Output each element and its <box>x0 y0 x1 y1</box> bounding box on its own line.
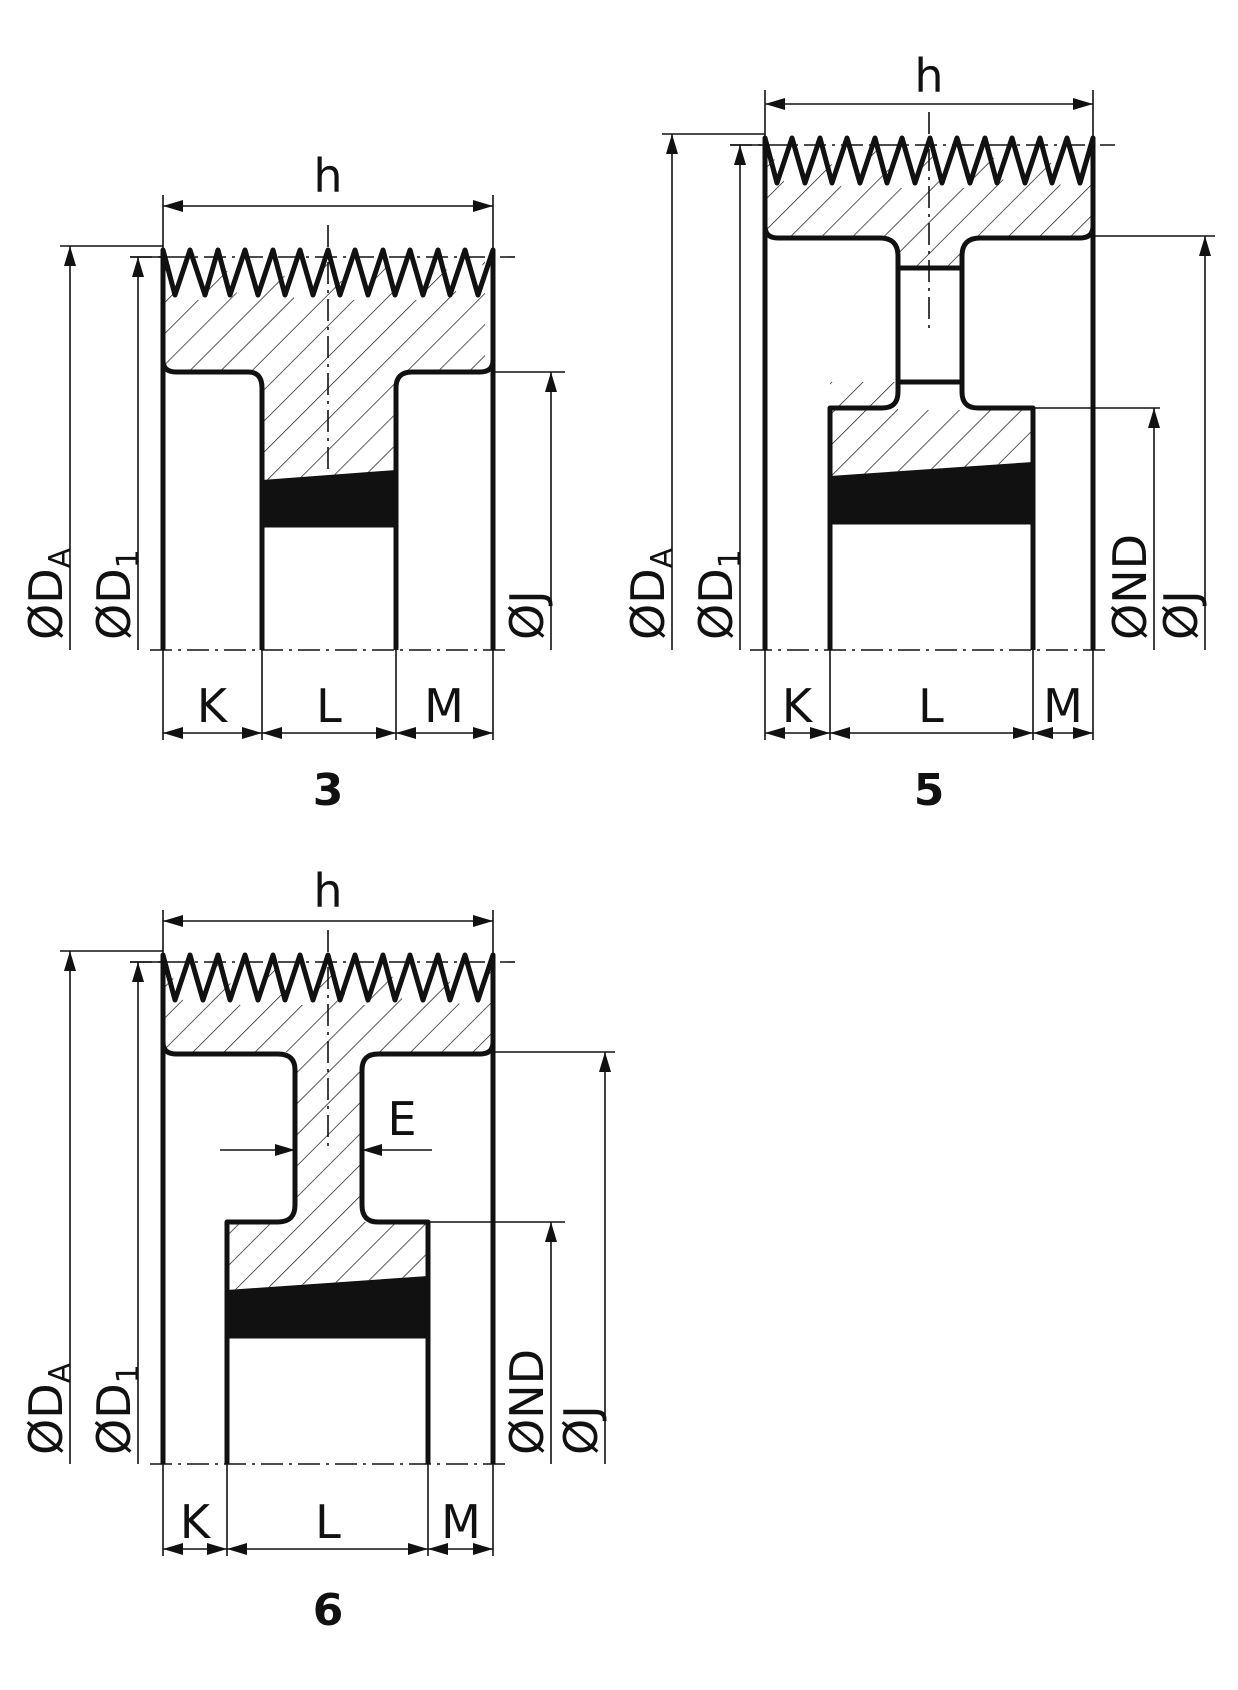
label-l: L <box>918 679 944 733</box>
label-outer-diameter: ØDA <box>19 547 78 640</box>
hub-hatch <box>830 382 1033 476</box>
label-pitch-diameter: ØD1 <box>87 1364 146 1455</box>
pulley-outline <box>762 135 1096 650</box>
pulley-view-3: h ØDA ØD1 ØJ K L M 3 <box>19 149 565 816</box>
web-hatch <box>898 236 962 268</box>
pulley-outline <box>160 952 496 1464</box>
centre-lines <box>130 930 515 1465</box>
label-outer-diameter: ØDA <box>621 547 680 640</box>
grooves <box>765 138 1093 188</box>
label-k: K <box>197 679 229 733</box>
label-rim-inner-diameter: ØJ <box>554 1405 608 1455</box>
dimension-lines <box>60 195 565 740</box>
label-rim-inner-diameter: ØJ <box>1154 590 1208 640</box>
pulley-outline <box>160 247 496 650</box>
label-h: h <box>313 149 342 203</box>
pulley-view-5: h ØDA ØD1 ØND ØJ K L M 5 <box>621 49 1215 816</box>
rim-section <box>163 955 493 1052</box>
label-pitch-diameter: ØD1 <box>689 549 748 640</box>
label-k: K <box>782 679 814 733</box>
label-hub-diameter: ØND <box>500 1349 554 1455</box>
label-pitch-diameter: ØD1 <box>87 549 146 640</box>
label-hub-diameter: ØND <box>1103 534 1157 640</box>
view-caption: 6 <box>313 1585 344 1636</box>
pulley-view-6: h E ØDA ØD1 ØND ØJ K L M 6 <box>19 864 615 1636</box>
dimension-lines <box>60 910 615 1556</box>
label-web-thickness: E <box>387 1092 416 1146</box>
label-m: M <box>1043 679 1083 733</box>
view-caption: 5 <box>914 765 945 816</box>
bush-fill <box>830 462 1033 522</box>
label-l: L <box>316 679 342 733</box>
hub-hatch <box>262 370 396 480</box>
bush-fill <box>227 1276 428 1336</box>
label-m: M <box>441 1495 481 1549</box>
hub-hatch <box>227 1222 428 1290</box>
label-outer-diameter: ØDA <box>19 1362 78 1455</box>
label-h: h <box>313 864 342 918</box>
centre-lines <box>730 112 1115 651</box>
label-m: M <box>424 679 464 733</box>
label-rim-inner-diameter: ØJ <box>500 590 554 640</box>
label-l: L <box>315 1495 341 1549</box>
grooves <box>163 955 493 1005</box>
bush-fill <box>262 470 396 525</box>
dimension-lines <box>662 90 1215 740</box>
centre-lines <box>130 225 515 651</box>
view-caption: 3 <box>313 765 344 816</box>
label-h: h <box>914 49 943 103</box>
label-k: K <box>180 1495 212 1549</box>
